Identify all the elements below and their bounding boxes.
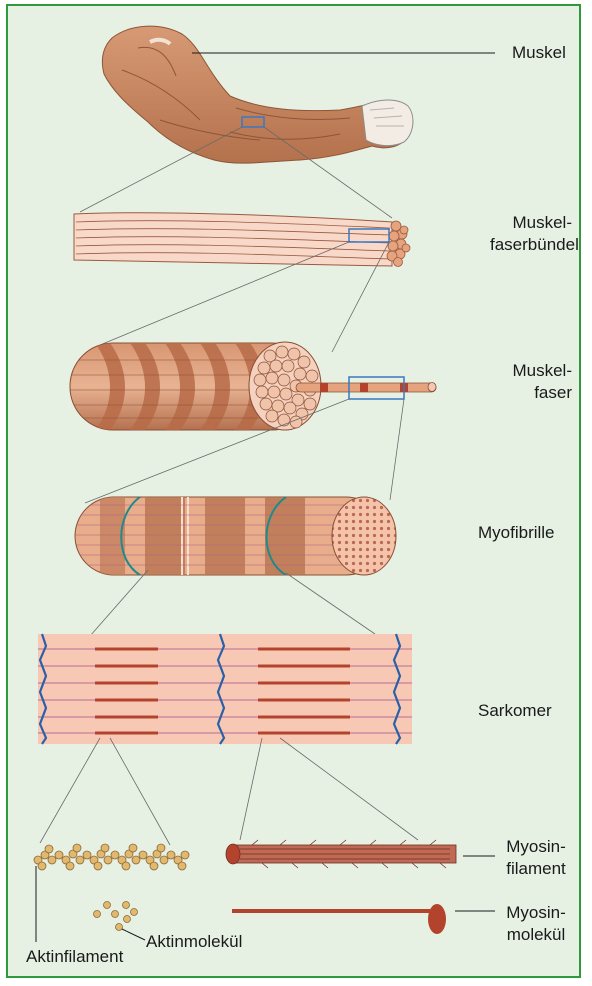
label-myosinfilament-line2: filament [500, 858, 572, 880]
label-myosinfilament: Myosin- filament [500, 836, 572, 880]
actin-filament-illustration [34, 844, 189, 870]
label-muskelfaser-line2: faser [500, 382, 572, 404]
label-muskelfaserbuendel: Muskel- faserbündel [490, 212, 572, 256]
label-muskelfaser: Muskel- faser [500, 360, 572, 404]
label-myofibrille: Myofibrille [478, 522, 555, 544]
label-muskel: Muskel [512, 42, 566, 64]
label-aktinfilament: Aktinfilament [26, 946, 123, 968]
label-sarkomer: Sarkomer [478, 700, 552, 722]
label-myosinmolekuel: Myosin- molekül [500, 902, 572, 946]
muscle-fiber-illustration [70, 342, 436, 430]
arm-illustration [102, 26, 413, 163]
label-muskelfaserbuendel-line2: faserbündel [490, 234, 572, 256]
label-myosinmolekuel-line1: Myosin- [500, 902, 572, 924]
label-muskelfaserbuendel-line1: Muskel- [490, 212, 572, 234]
myosin-filament-illustration [226, 840, 456, 868]
label-aktinmolekuel: Aktinmolekül [146, 931, 242, 953]
label-myosinfilament-line1: Myosin- [500, 836, 572, 858]
label-myosinmolekuel-line2: molekül [500, 924, 572, 946]
myosin-molecule-illustration [232, 904, 446, 934]
label-muskelfaser-line1: Muskel- [500, 360, 572, 382]
actin-molecules-illustration [94, 902, 138, 931]
fiber-bundle-illustration [74, 213, 410, 267]
myofibril-illustration [75, 497, 396, 575]
sarcomere-illustration [38, 634, 412, 744]
